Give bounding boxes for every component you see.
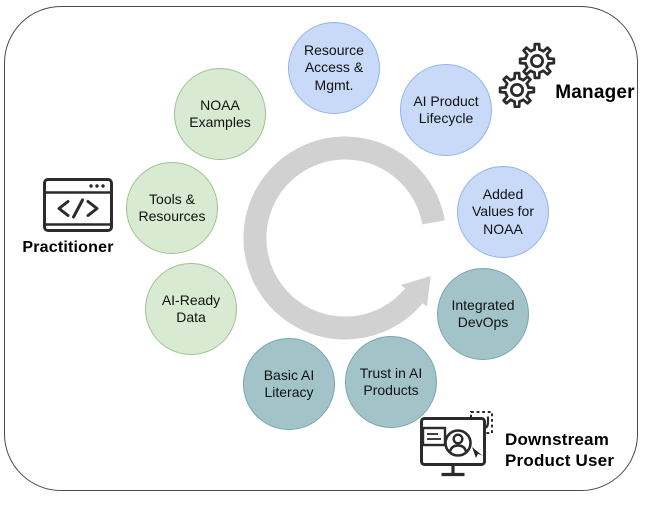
downstream-product-user-label: Downstream Product User — [505, 430, 615, 470]
bubble-label: Resource Access & Mgmt. — [304, 41, 364, 93]
bubble-noaa-examples: NOAA Examples — [174, 68, 266, 160]
bubble-integrated-devops: Integrated DevOps — [437, 268, 529, 360]
bubble-trust-in-ai-products: Trust in AI Products — [345, 336, 437, 428]
bubble-ai-product-lifecycle: AI Product Lifecycle — [400, 64, 492, 156]
bubble-label: Tools & Resources — [138, 190, 206, 225]
bubble-label: Added Values for NOAA — [472, 185, 534, 237]
practitioner-label: Practitioner — [22, 239, 114, 256]
bubble-label: Basic AI Literacy — [263, 366, 315, 401]
bubble-label: AI-Ready Data — [161, 291, 221, 326]
bubble-tools-resources: Tools & Resources — [126, 162, 218, 254]
bubble-ai-ready-data: AI-Ready Data — [145, 263, 237, 355]
bubble-label: Integrated DevOps — [451, 296, 515, 331]
bubble-label: Trust in AI Products — [359, 364, 423, 399]
diagram-border — [4, 6, 638, 491]
bubble-resource-access-mgmt: Resource Access & Mgmt. — [288, 22, 380, 114]
bubble-label: NOAA Examples — [189, 96, 251, 131]
code-window-icon — [43, 178, 113, 232]
bubble-added-values-for-noaa: Added Values for NOAA — [457, 166, 549, 258]
monitor-user-icon — [420, 411, 493, 477]
bubble-label: AI Product Lifecycle — [413, 92, 479, 127]
bubble-basic-ai-literacy: Basic AI Literacy — [243, 338, 335, 430]
manager-label: Manager — [555, 82, 635, 103]
